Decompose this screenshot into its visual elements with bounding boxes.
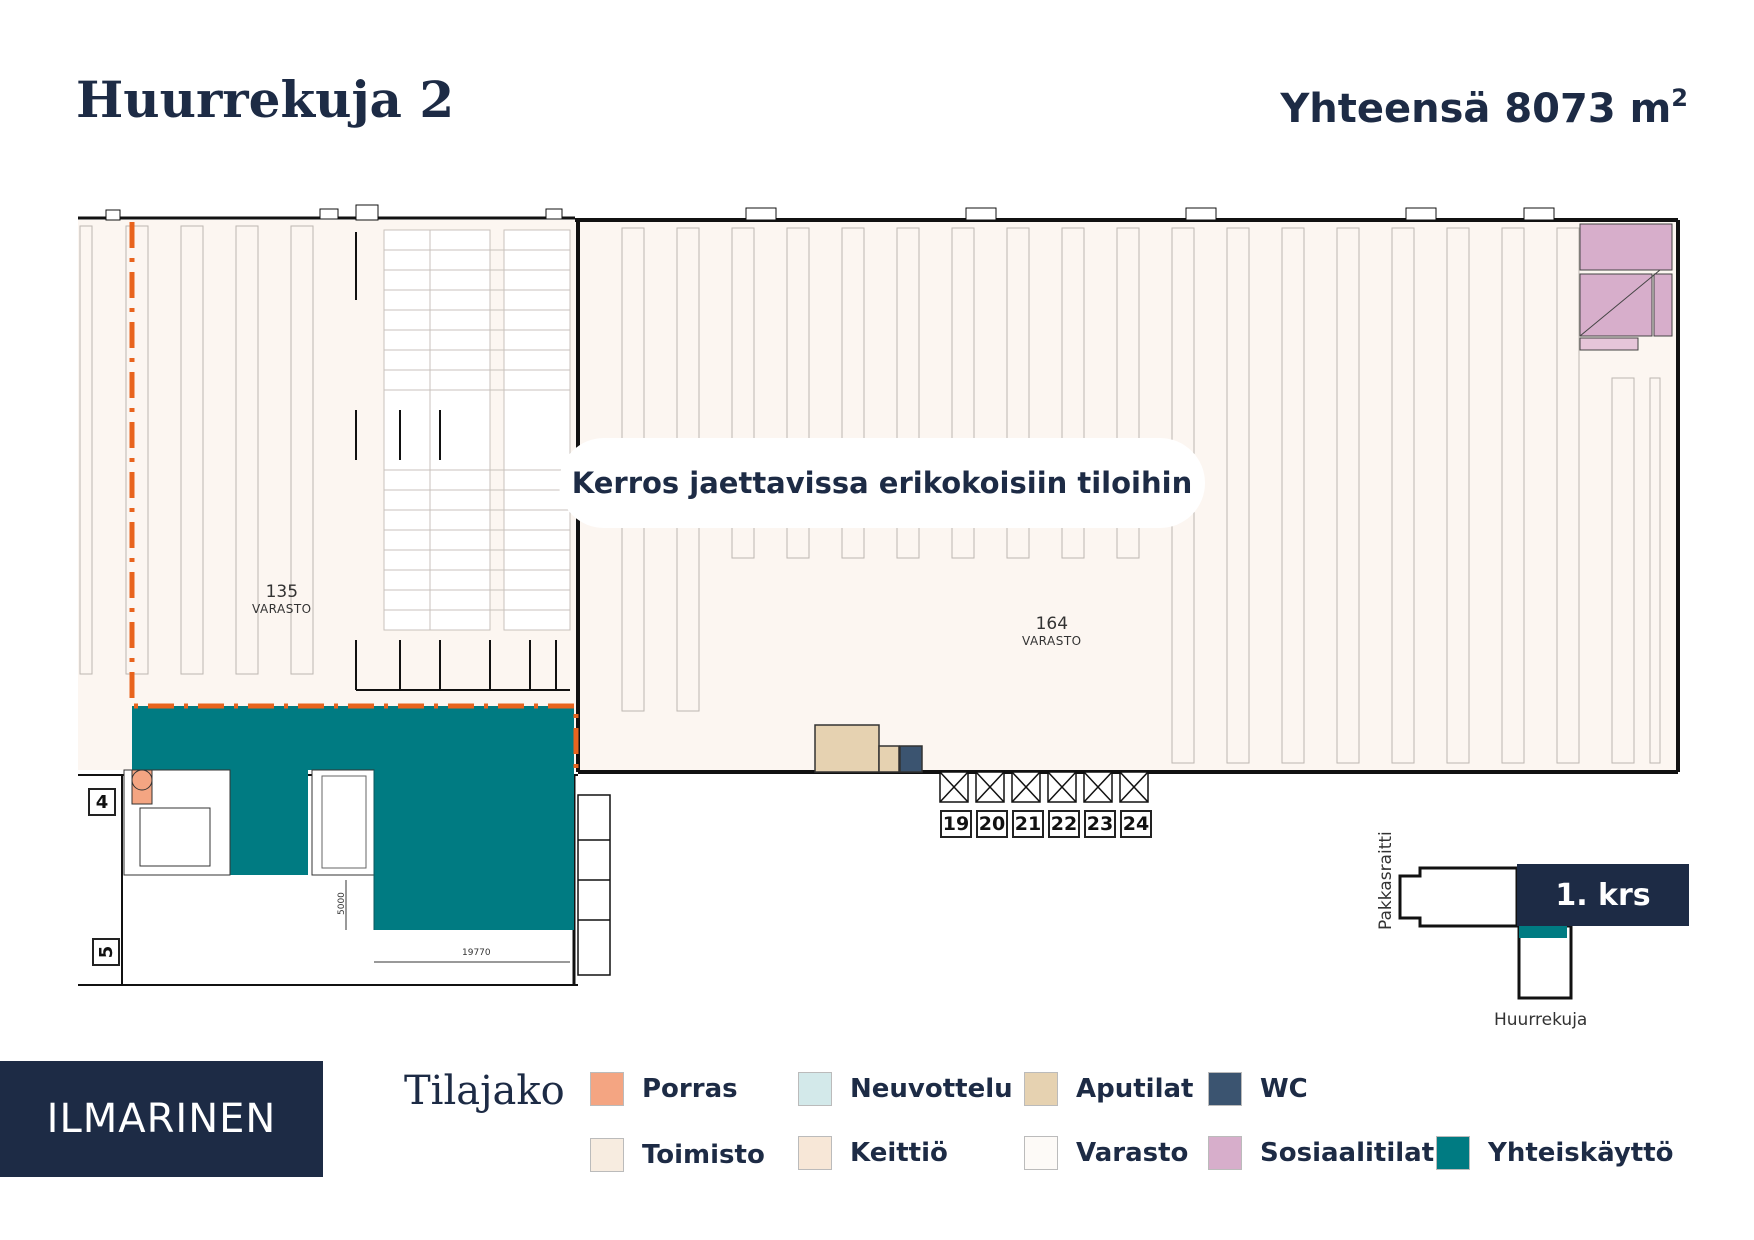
top-wall-symbols	[105, 204, 1555, 221]
dimension-horizontal: 19770	[462, 948, 491, 958]
legend-item-porras: Porras	[590, 1072, 738, 1106]
legend-label: Sosiaalitilat	[1260, 1138, 1435, 1168]
pallet-grid	[383, 229, 571, 631]
legend-swatch	[590, 1138, 624, 1172]
dimension-lines	[345, 880, 570, 963]
left-hall-lines	[355, 232, 570, 691]
room-label-135: 135 VARASTO	[252, 582, 312, 616]
gate-label-19: 19	[940, 810, 972, 838]
room-number: 164	[1035, 614, 1069, 634]
legend-label: Neuvottelu	[850, 1074, 1013, 1104]
legend-label: Varasto	[1076, 1138, 1189, 1168]
legend-swatch	[1208, 1072, 1242, 1106]
room-type: VARASTO	[252, 602, 312, 616]
legend-item-yhteiskaytto: Yhteiskäyttö	[1436, 1136, 1674, 1170]
legend-swatch	[798, 1072, 832, 1106]
legend-swatch	[1436, 1136, 1470, 1170]
legend-item-sosiaalitilat: Sosiaalitilat	[1208, 1136, 1434, 1170]
office-area	[123, 769, 231, 876]
legend-item-aputilat: Aputilat	[1024, 1072, 1193, 1106]
legend-label: Keittiö	[850, 1138, 948, 1168]
logo-text: ILMARINEN	[46, 1096, 277, 1142]
page-title: Huurrekuja 2	[76, 70, 455, 129]
gate-label-24: 24	[1120, 810, 1152, 838]
legend-title: Tilajako	[404, 1068, 565, 1114]
gate-label-22: 22	[1048, 810, 1080, 838]
legend-item-varasto: Varasto	[1024, 1136, 1188, 1170]
street-label-huurrekuja: Huurrekuja	[1494, 1010, 1588, 1030]
legend-label: WC	[1260, 1074, 1308, 1104]
legend-swatch	[1024, 1136, 1058, 1170]
total-area-unit-sup: 2	[1671, 84, 1688, 112]
total-area: Yhteensä 8073 m2	[1280, 84, 1688, 132]
legend-label: Porras	[642, 1074, 738, 1104]
total-area-value: Yhteensä 8073 m	[1280, 86, 1672, 132]
legend-label: Yhteiskäyttö	[1488, 1138, 1674, 1168]
social-facilities	[1579, 223, 1673, 351]
gate-label-21: 21	[1012, 810, 1044, 838]
side-marker-5: 5	[92, 938, 120, 966]
floor-indicator: 1. krs	[1517, 864, 1689, 926]
street-label-pakkasraitti: Pakkasraitti	[1376, 831, 1396, 930]
legend-label: Aputilat	[1076, 1074, 1194, 1104]
shared-space-inner	[311, 769, 375, 930]
gate-label-20: 20	[976, 810, 1008, 838]
auxiliary-room	[814, 724, 923, 773]
legend-swatch	[1024, 1072, 1058, 1106]
legend-item-toimisto: Toimisto	[590, 1138, 765, 1172]
left-rack-rows	[79, 225, 314, 675]
divisible-floor-callout: Kerros jaettavissa erikokoisiin tiloihin	[559, 438, 1205, 528]
dimension-vertical: 5000	[337, 892, 347, 915]
division-boundary	[129, 222, 579, 770]
legend-item-neuvottelu: Neuvottelu	[798, 1072, 1013, 1106]
gate-label-23: 23	[1084, 810, 1116, 838]
ilmarinen-logo: ILMARINEN	[0, 1061, 323, 1177]
loading-gates	[577, 771, 1149, 976]
legend-swatch	[798, 1136, 832, 1170]
legend-swatch	[1208, 1136, 1242, 1170]
legend-label: Toimisto	[642, 1140, 765, 1170]
shared-space	[132, 706, 574, 930]
legend-item-wc: WC	[1208, 1072, 1308, 1106]
room-number: 135	[265, 582, 299, 602]
side-marker-4: 4	[88, 788, 116, 816]
locator-map	[1398, 866, 1573, 1000]
room-type: VARASTO	[1022, 634, 1082, 648]
legend-item-keittio: Keittiö	[798, 1136, 948, 1170]
legend-swatch	[590, 1072, 624, 1106]
room-label-164: 164 VARASTO	[1022, 614, 1082, 648]
